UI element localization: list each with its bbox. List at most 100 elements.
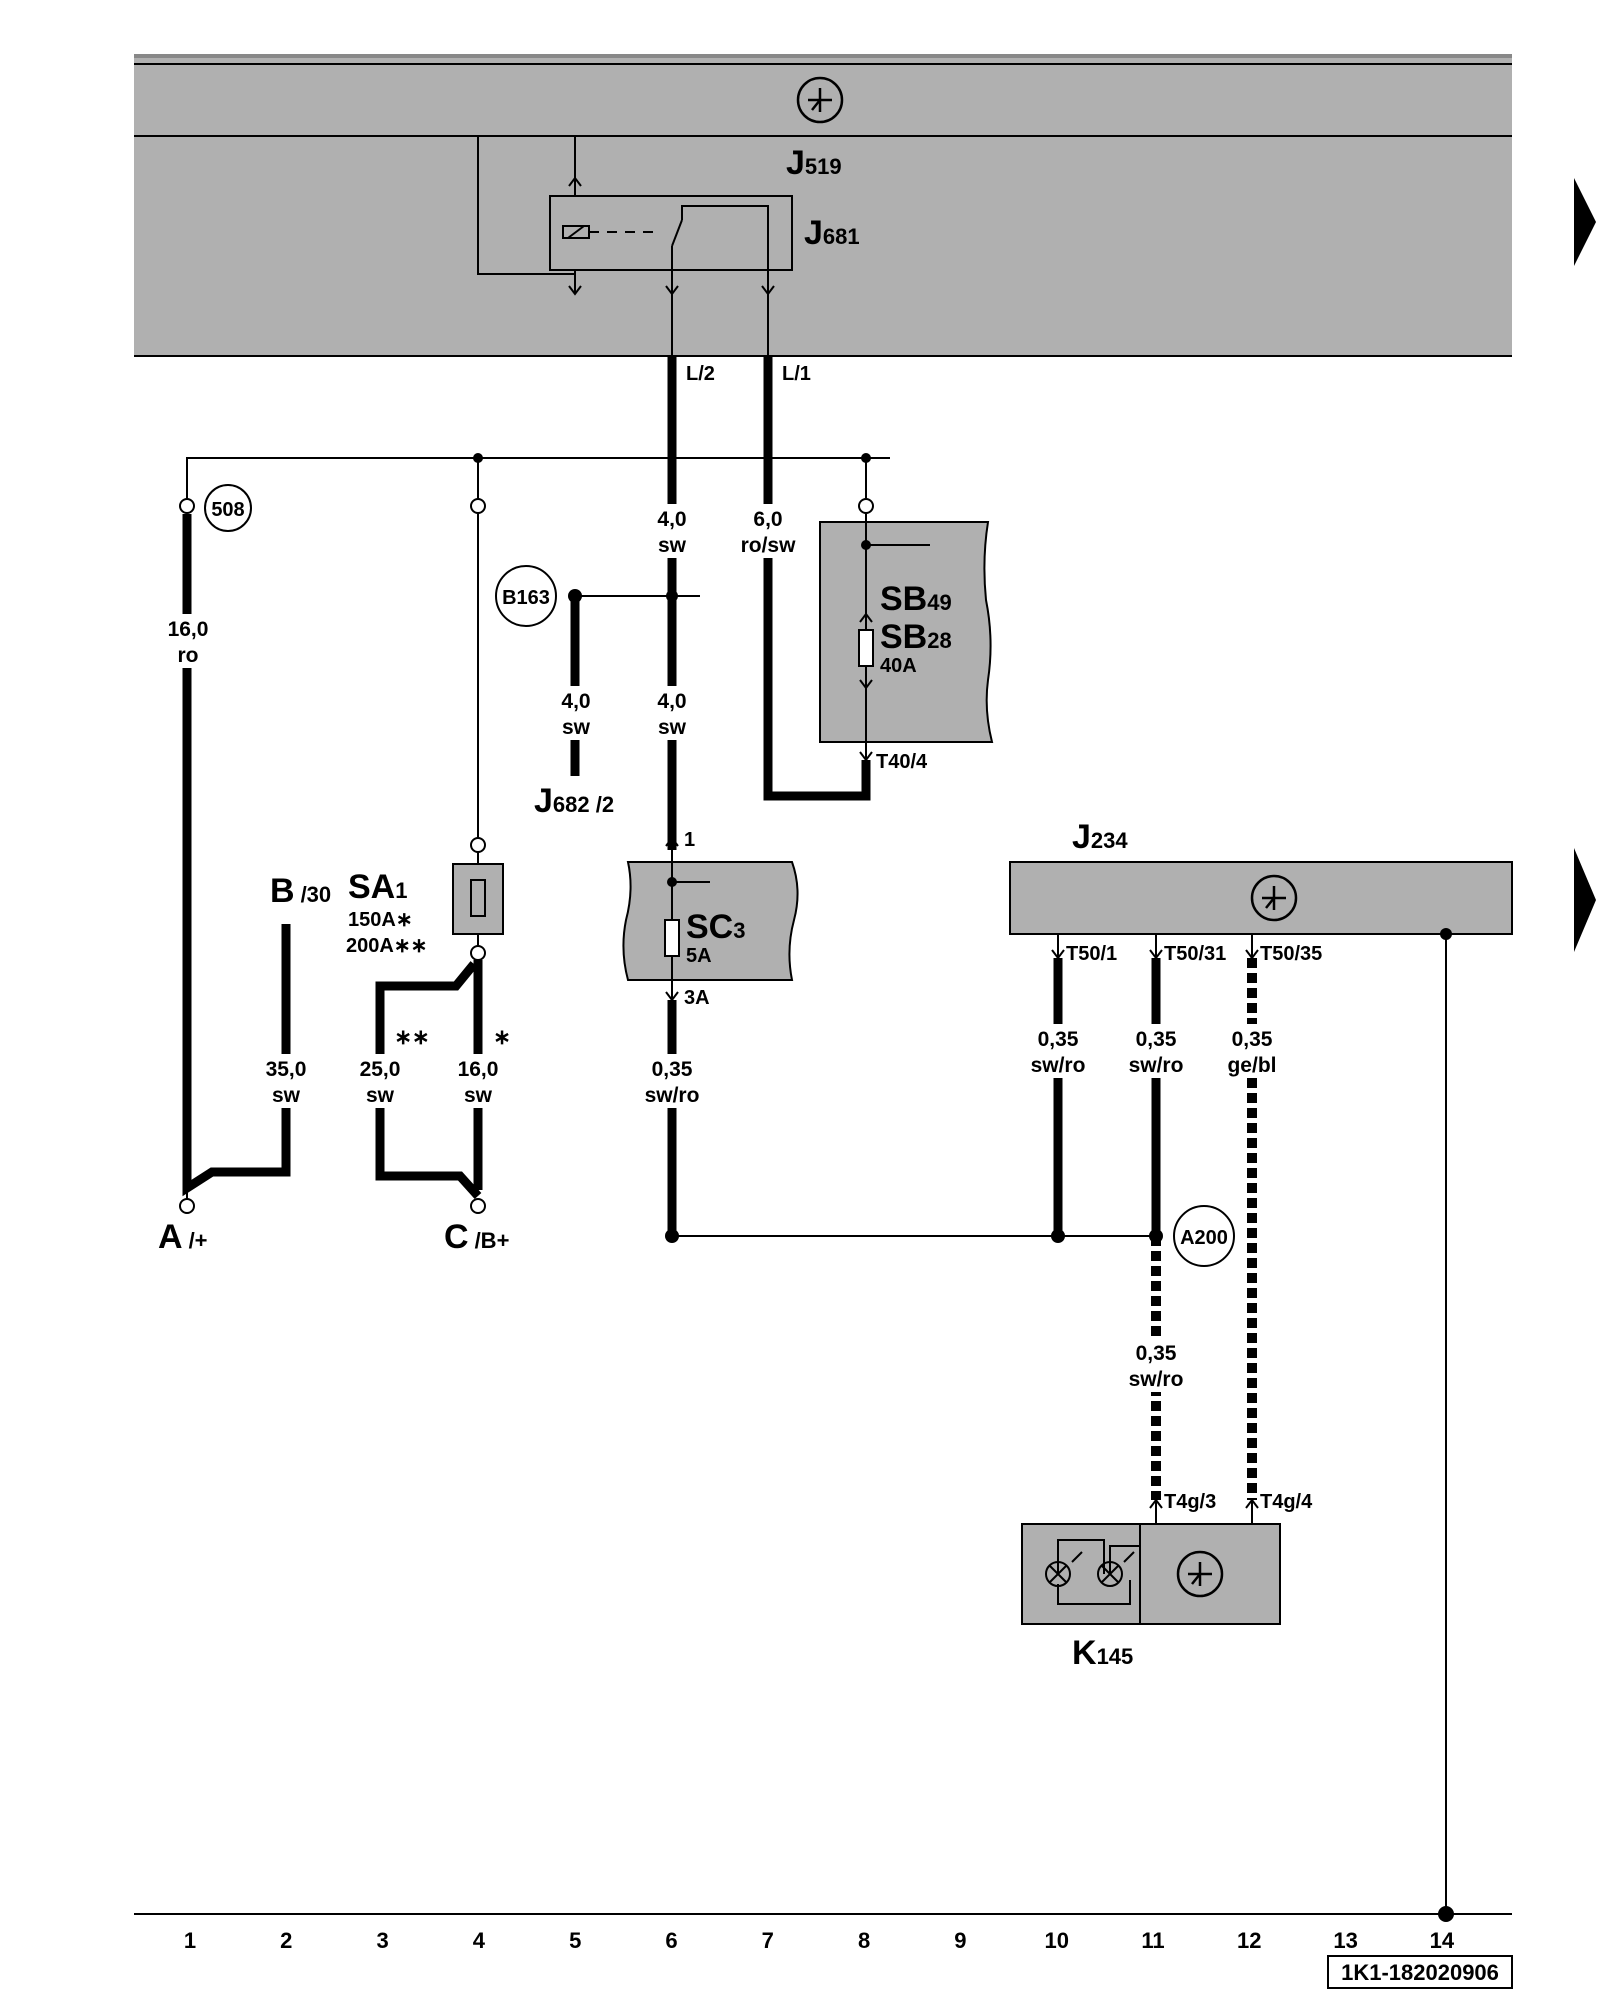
svg-text:0,35: 0,35	[1038, 1028, 1079, 1051]
terminal-l1: L/1	[782, 363, 811, 385]
terminal-t4g-3: T4g/3	[1164, 1491, 1216, 1513]
svg-text:4,0: 4,0	[561, 690, 590, 713]
double-star-marker: ∗∗	[394, 1026, 429, 1049]
terminal-t50-1: T50/1	[1066, 943, 1117, 965]
j519-control-unit	[134, 54, 1512, 357]
grid-number: 10	[1044, 1928, 1068, 1953]
svg-text:ge/bl: ge/bl	[1227, 1054, 1276, 1077]
grid-number: 4	[473, 1928, 486, 1953]
wire-label-w3: 25,0 sw	[352, 1054, 408, 1108]
connection-a200	[1173, 1205, 1235, 1267]
svg-text:sw/ro: sw/ro	[1129, 1054, 1184, 1077]
svg-text:sw: sw	[658, 716, 687, 739]
svg-text:16,0: 16,0	[458, 1058, 499, 1081]
j681-label: J681	[804, 214, 860, 252]
k145-label: K145	[1072, 1634, 1133, 1672]
svg-text:16,0: 16,0	[168, 618, 209, 641]
control-unit-icon	[1250, 874, 1298, 922]
svg-text:sw/ro: sw/ro	[1129, 1368, 1184, 1391]
svg-text:sw: sw	[366, 1084, 395, 1107]
control-unit-icon	[796, 76, 844, 124]
wire-label-w1: 16,0 ro	[160, 614, 216, 668]
svg-text:sw: sw	[272, 1084, 301, 1107]
lamp-icon	[1045, 1539, 1140, 1605]
j234-label: J234	[1072, 818, 1128, 856]
sb-fuse-box	[819, 521, 994, 743]
svg-text:ro/sw: ro/sw	[741, 534, 797, 557]
wire-label-w10: 0,35 sw/ro	[1022, 1024, 1094, 1078]
grid-number: 7	[762, 1928, 774, 1953]
terminal-sc-out: 3A	[684, 987, 710, 1009]
sc3-rating: 5A	[686, 945, 712, 967]
terminal-sc-in: 1	[684, 829, 695, 851]
svg-text:0,35: 0,35	[1136, 1028, 1177, 1051]
sa1-label: SA1	[348, 868, 407, 906]
svg-text:sw: sw	[658, 534, 687, 557]
document-id-box	[1327, 1955, 1513, 1989]
grid-number: 2	[280, 1928, 292, 1953]
single-star-marker: ∗	[493, 1026, 511, 1049]
document-id: 1K1-182020906	[1341, 1960, 1499, 1985]
sa1-fuse	[452, 863, 504, 935]
svg-text:A200: A200	[1180, 1227, 1228, 1249]
svg-text:25,0: 25,0	[360, 1058, 401, 1081]
sb28-rating: 40A	[880, 655, 917, 677]
wire-label-w6b: 4,0 sw	[644, 686, 700, 740]
page-arrow-icon	[1574, 848, 1596, 952]
wire-label-w4: 16,0 sw	[450, 1054, 506, 1108]
sa1-rating1: 150A∗	[348, 909, 413, 931]
control-unit-icon	[1176, 1550, 1224, 1598]
battery-b-label: B/30	[270, 872, 331, 910]
svg-text:sw: sw	[562, 716, 591, 739]
wire-label-w7: 6,0 ro/sw	[730, 504, 806, 558]
svg-text:4,0: 4,0	[657, 508, 686, 531]
grid-number: 6	[665, 1928, 677, 1953]
wire-label-w12: 0,35 ge/bl	[1218, 1024, 1286, 1078]
svg-text:508: 508	[211, 499, 244, 521]
grid-number: 14	[1430, 1928, 1455, 1953]
terminal-l2: L/2	[686, 363, 715, 385]
terminal-t50-35: T50/35	[1260, 943, 1322, 965]
wire-label-w11b: 0,35 sw/ro	[1120, 1338, 1192, 1392]
grid-number: 3	[376, 1928, 388, 1953]
wire-label-w6a: 4,0 sw	[644, 504, 700, 558]
grid-number: 11	[1141, 1928, 1164, 1953]
j519-label: J519	[786, 144, 842, 182]
svg-text:ro: ro	[178, 644, 199, 667]
sc3-label: SC3	[686, 908, 745, 946]
grid-number: 1	[184, 1928, 196, 1953]
sa1-rating2: 200A∗∗	[346, 935, 427, 957]
svg-text:0,35: 0,35	[652, 1058, 693, 1081]
wire-label-w2: 35,0 sw	[258, 1054, 314, 1108]
battery-a-label: A/+	[158, 1218, 208, 1256]
svg-text:B163: B163	[502, 587, 550, 609]
grid-number: 12	[1237, 1928, 1261, 1953]
svg-text:sw/ro: sw/ro	[645, 1084, 700, 1107]
page-arrow-icon	[1574, 178, 1596, 266]
wire-label-w5: 4,0 sw	[548, 686, 604, 740]
sb49-label: SB49	[880, 580, 952, 618]
svg-text:35,0: 35,0	[266, 1058, 307, 1081]
svg-text:4,0: 4,0	[657, 690, 686, 713]
wire-label-w11a: 0,35 sw/ro	[1120, 1024, 1192, 1078]
j234-control-unit	[1009, 861, 1513, 935]
grid-number: 9	[954, 1928, 966, 1953]
terminal-t40-4: T40/4	[876, 751, 928, 773]
grid-number: 13	[1333, 1928, 1357, 1953]
sb28-label: SB28	[880, 618, 952, 656]
svg-text:sw/ro: sw/ro	[1031, 1054, 1086, 1077]
svg-text:0,35: 0,35	[1232, 1028, 1273, 1051]
grid-number: 8	[858, 1928, 870, 1953]
j682-label: J682 /2	[534, 782, 614, 820]
connection-508	[204, 484, 252, 532]
svg-text:0,35: 0,35	[1136, 1342, 1177, 1365]
terminal-t4g-4: T4g/4	[1260, 1491, 1313, 1513]
battery-c-label: C/B+	[444, 1218, 509, 1256]
connection-b163	[495, 565, 557, 627]
svg-text:6,0: 6,0	[753, 508, 782, 531]
wire-label-w6c: 0,35 sw/ro	[636, 1054, 708, 1108]
svg-text:sw: sw	[464, 1084, 493, 1107]
grid-number: 5	[569, 1928, 581, 1953]
